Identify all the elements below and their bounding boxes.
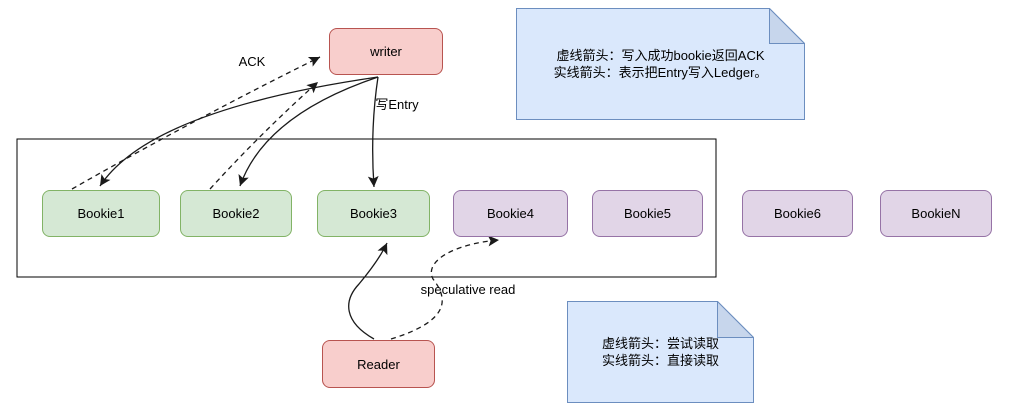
write-arrow-writer-to-bookie1 [99,76,379,187]
speculative-read-edge-label: speculative read [420,282,516,297]
note-folded-corner [769,8,805,44]
bookie5-node: Bookie5 [592,190,703,237]
speculative-read-dashed-arrow-reader-to-bookie4 [390,235,500,340]
read-legend-text: 虚线箭头：尝试读取 实线箭头：直接读取 [567,301,754,403]
bookie5-node-label: Bookie5 [624,206,671,221]
note-folded-corner [717,301,754,338]
read-legend-line-2: 实线箭头：直接读取 [601,353,719,368]
bookie1-node-label: Bookie1 [77,206,125,221]
read-legend-line-1: 虚线箭头：尝试读取 [601,336,719,351]
ack-dashed-arrow-bookie1-to-writer [71,56,321,190]
bookien-node: BookieN [880,190,992,237]
write-legend-note: 虚线箭头：写入成功bookie返回ACK 实线箭头：表示把Entry写入Ledg… [516,8,805,120]
read-legend-note: 虚线箭头：尝试读取 实线箭头：直接读取 [567,301,754,403]
bookien-node-label: BookieN [911,206,961,221]
reader-node: Reader [322,340,435,388]
bookie6-node-label: Bookie6 [774,206,821,221]
read-arrow-reader-to-bookie3 [348,242,388,340]
note-paper [567,301,754,403]
writer-node-label: writer [370,44,402,59]
bookie3-node-label: Bookie3 [350,206,397,221]
write-entry-edge-label: 写Entry [375,97,419,112]
bookie1-node: Bookie1 [42,190,160,237]
writer-node: writer [329,28,443,75]
note-shape [567,301,754,403]
ack-edge-label: ACK [238,54,266,69]
bookie4-node: Bookie4 [453,190,568,237]
bookie-ensemble-box [16,138,717,278]
bookie3-node: Bookie3 [317,190,430,237]
bookie2-node: Bookie2 [180,190,292,237]
write-legend-text: 虚线箭头：写入成功bookie返回ACK 实线箭头：表示把Entry写入Ledg… [516,8,805,120]
note-paper [516,8,805,120]
write-arrow-writer-to-bookie3 [367,76,379,188]
write-legend-line-1: 虚线箭头：写入成功bookie返回ACK [556,48,765,63]
ack-dashed-arrow-bookie2-to-writer [209,81,319,190]
bookie4-node-label: Bookie4 [487,206,534,221]
write-legend-line-2: 实线箭头：表示把Entry写入Ledger。 [553,65,768,80]
bookie2-node-label: Bookie2 [212,206,260,221]
reader-node-label: Reader [357,356,400,372]
bookie6-node: Bookie6 [742,190,853,237]
write-arrow-writer-to-bookie2 [238,76,379,187]
note-shape [516,8,805,120]
